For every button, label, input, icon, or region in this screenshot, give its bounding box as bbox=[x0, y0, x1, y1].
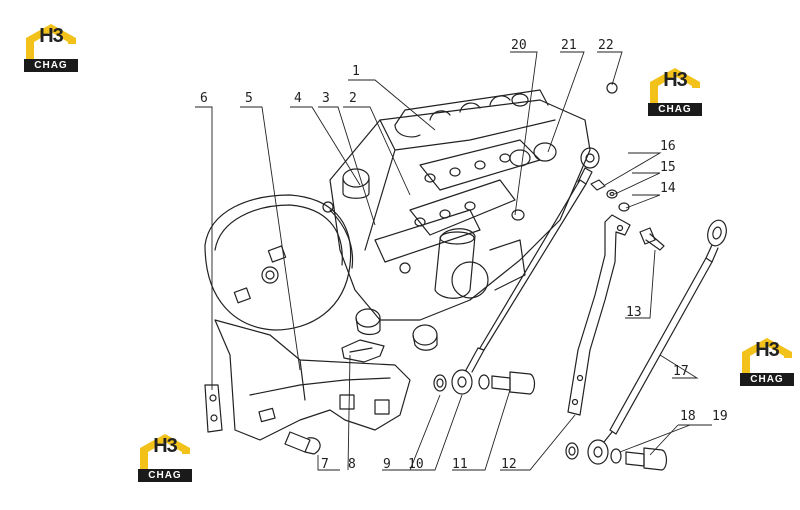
logo-house-icon bbox=[742, 338, 792, 374]
watermark-logo: H3 CHAG bbox=[738, 336, 796, 386]
callout-13: 13 bbox=[626, 305, 642, 320]
callout-21: 21 bbox=[561, 38, 577, 53]
mounting-bracket bbox=[204, 319, 411, 441]
bolt-7 bbox=[284, 431, 321, 455]
watermark-logo: H3 CHAG bbox=[136, 432, 194, 482]
callout-16: 16 bbox=[660, 139, 676, 154]
washer-15 bbox=[606, 189, 618, 199]
callout-22: 22 bbox=[598, 38, 614, 53]
nut-16 bbox=[590, 179, 606, 191]
logo-sub: CHAG bbox=[648, 103, 702, 116]
watermark-logo: H3 CHAG bbox=[22, 22, 80, 72]
injection-pump-body bbox=[329, 99, 591, 321]
bolt-11 bbox=[478, 371, 536, 395]
watermark-logo: H3 CHAG bbox=[646, 66, 704, 116]
governor-cylinder bbox=[434, 228, 526, 299]
callout-20: 20 bbox=[511, 38, 527, 53]
drive-pulley bbox=[204, 194, 354, 331]
logo-brand: H3 bbox=[39, 25, 64, 47]
rod-17 bbox=[587, 219, 727, 465]
callout-8: 8 bbox=[348, 457, 356, 472]
callout-10: 10 bbox=[408, 457, 424, 472]
logo-house-icon bbox=[140, 434, 190, 470]
washer-18 bbox=[565, 442, 579, 460]
logo-sub: CHAG bbox=[138, 469, 192, 482]
logo-brand: H3 bbox=[755, 339, 780, 361]
small-plate bbox=[341, 339, 385, 363]
callout-12: 12 bbox=[501, 457, 517, 472]
logo-sub: CHAG bbox=[24, 59, 78, 72]
callout-7: 7 bbox=[321, 457, 329, 472]
bracket-12 bbox=[567, 214, 631, 416]
callout-5: 5 bbox=[245, 91, 253, 106]
cap-22 bbox=[606, 82, 618, 94]
logo-brand: H3 bbox=[153, 435, 178, 457]
logo-house-icon bbox=[650, 68, 700, 104]
delivery-valve-holders bbox=[394, 89, 549, 138]
pump-fittings bbox=[322, 142, 600, 351]
leader-lines bbox=[195, 51, 712, 471]
logo-brand: H3 bbox=[663, 69, 688, 91]
callout-6: 6 bbox=[200, 91, 208, 106]
callout-11: 11 bbox=[452, 457, 468, 472]
callout-15: 15 bbox=[660, 160, 676, 175]
callout-9: 9 bbox=[383, 457, 391, 472]
callout-17: 17 bbox=[673, 364, 689, 379]
bolt-13 bbox=[639, 227, 665, 251]
washer-9 bbox=[433, 374, 447, 392]
logo-sub: CHAG bbox=[740, 373, 794, 386]
callout-labels: 1 2 3 4 5 6 7 8 9 10 11 12 13 14 15 16 1… bbox=[200, 38, 728, 472]
callout-14: 14 bbox=[660, 181, 676, 196]
callout-1: 1 bbox=[352, 64, 360, 79]
rod-10 bbox=[451, 167, 593, 395]
callout-3: 3 bbox=[322, 91, 330, 106]
callout-2: 2 bbox=[349, 91, 357, 106]
bolt-19 bbox=[610, 447, 668, 471]
logo-house-icon bbox=[26, 24, 76, 60]
callout-18: 18 bbox=[680, 409, 696, 424]
callout-4: 4 bbox=[294, 91, 302, 106]
callout-19: 19 bbox=[712, 409, 728, 424]
